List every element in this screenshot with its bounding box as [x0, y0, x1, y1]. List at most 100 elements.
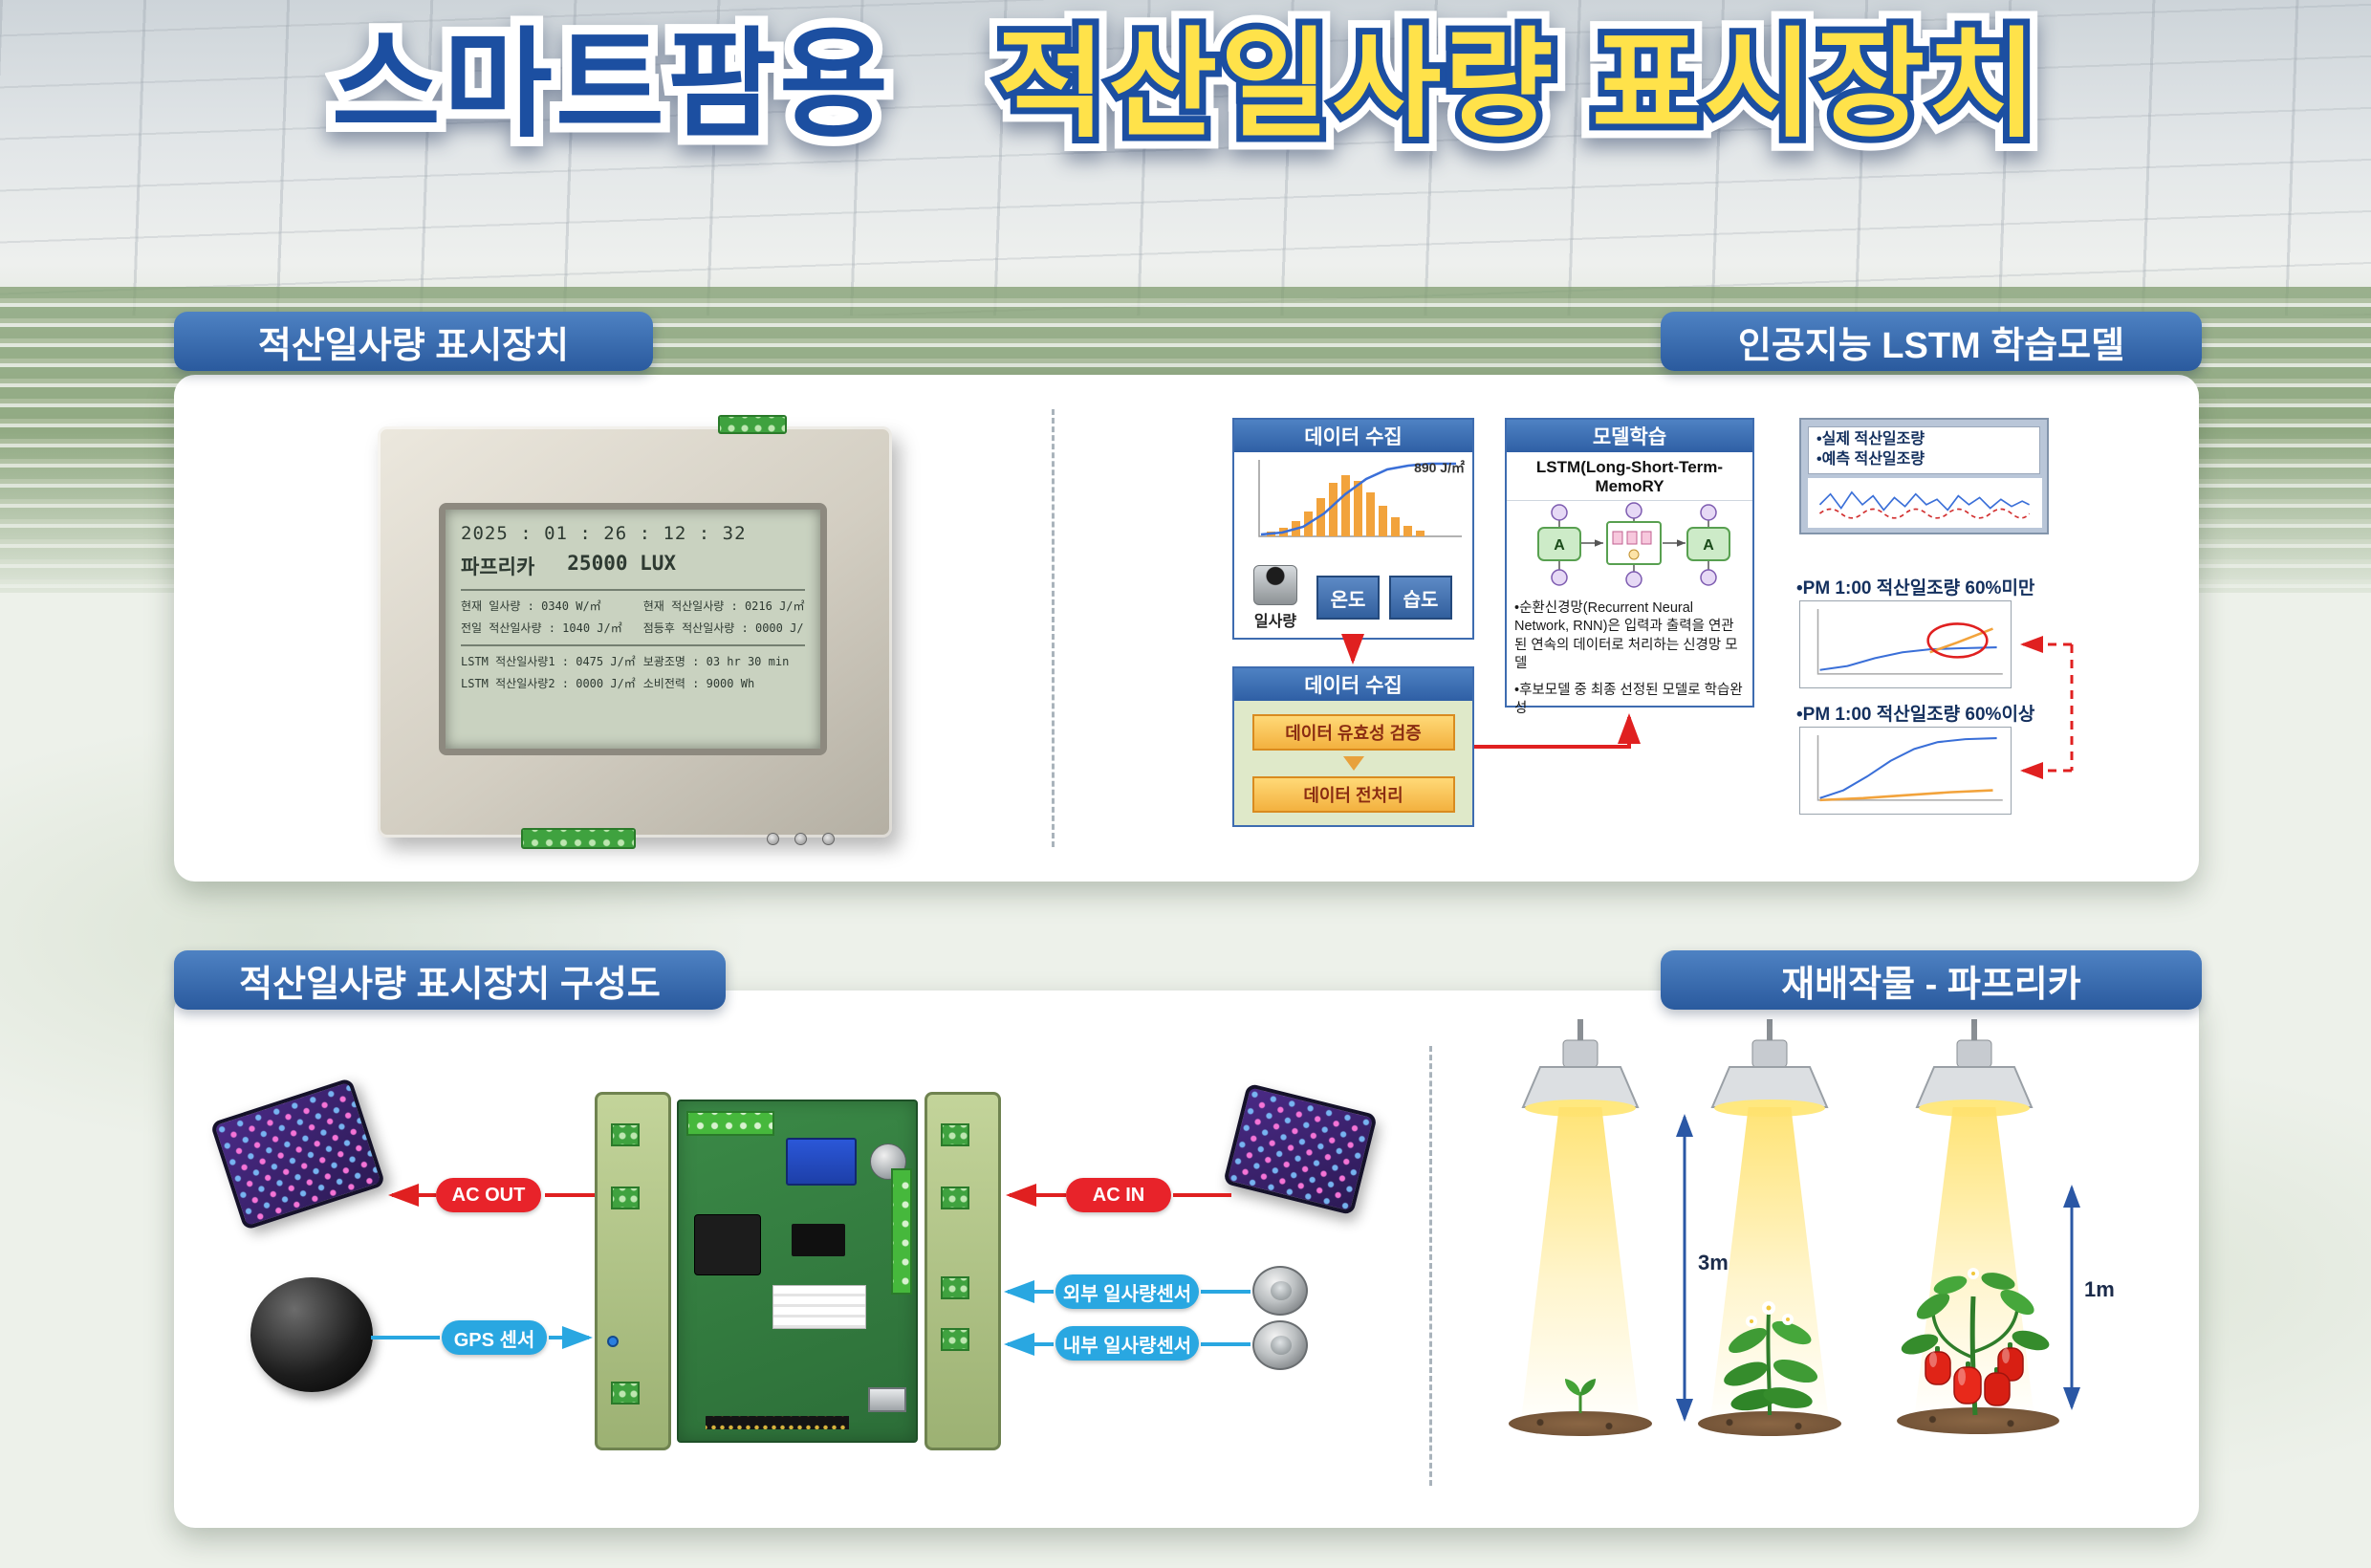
terminal-block — [941, 1187, 969, 1209]
svg-text:A: A — [1554, 537, 1565, 554]
lcd-divider — [461, 589, 805, 591]
screw-connector — [822, 833, 835, 845]
legend-actual: •실제 적산일조량 — [1816, 431, 1925, 447]
pyranometer-icon — [1253, 564, 1297, 605]
gps-antenna — [250, 1277, 373, 1392]
lcd-datetime: 2025 : 01 : 26 : 12 : 32 — [461, 523, 747, 544]
soil-patch-3 — [1897, 1407, 2059, 1434]
lcd-crop-row: 파프리카 25000 LUX — [461, 552, 805, 580]
case2-label: •PM 1:00 적산일조량 60%이상 — [1796, 705, 2035, 725]
pcb-terminal-strip — [891, 1168, 912, 1295]
down-arrow-icon — [1342, 756, 1364, 771]
controller-left-cover — [595, 1092, 671, 1450]
terminal-block — [611, 1123, 640, 1146]
lstm-title: LSTM(Long-Short-Term-MemoRY — [1507, 452, 1752, 501]
irradiance-bar-chart — [1258, 460, 1462, 537]
flow-box-model-training: 모델학습 LSTM(Long-Short-Term-MemoRY — [1505, 418, 1754, 716]
lcd-crop-name: 파프리카 — [461, 555, 535, 578]
temperature-box: 온도 — [1316, 576, 1380, 620]
svg-text:A: A — [1703, 537, 1714, 554]
sensor-row: 일사량 온도 습도 — [1234, 557, 1472, 638]
soil-patch-2 — [1698, 1411, 1841, 1436]
terminal-block — [941, 1123, 969, 1146]
terminal-block — [611, 1382, 640, 1405]
section-badge-display-device: 적산일사량 표시장치 — [174, 312, 653, 371]
lcd-reading: 전일 적산일사량 : 1040 J/㎡ — [461, 621, 622, 635]
section-badge-crop: 재배작물 - 파프리카 — [1661, 950, 2202, 1010]
lcd-reading: 보광조명 : 03 hr 30 min — [642, 655, 790, 668]
gps-port — [607, 1336, 619, 1347]
model-bullet-2: •후보모델 중 최종 선정된 모델로 학습완성 — [1514, 682, 1743, 717]
accumulated-value-label: 890 J/㎡ — [1414, 460, 1465, 475]
pcb-transformer — [694, 1214, 761, 1275]
lstm-cell-diagram: A A — [1537, 502, 1730, 588]
pcb-pin-header — [706, 1416, 849, 1429]
section-badge-lstm-model: 인공지능 LSTM 학습모델 — [1661, 312, 2202, 371]
legend-labels: •실제 적산일조량 •예측 적산일조량 — [1808, 426, 2040, 474]
irradiance-sensor-label: 일사량 — [1253, 613, 1297, 630]
flow-box-header: 모델학습 — [1507, 420, 1752, 452]
title-part2: 적산일사량 표시장치 적산일사량 표시장치 적산일사량 표시장치 — [982, 5, 2051, 165]
lcd-reading: 현재 일사량 : 0340 W/㎡ — [461, 599, 601, 613]
lcd-divider — [461, 644, 805, 646]
device-terminal-bottom — [521, 828, 636, 849]
title-part2-text: 적산일사량 표시장치 — [996, 19, 2040, 151]
title-part1-text: 스마트팜용 — [331, 19, 892, 151]
lcd-reading: 소비전력 : 9000 Wh — [642, 677, 755, 690]
case2-chart — [1799, 727, 2012, 815]
title-part2-outer-outline: 적산일사량 표시장치 — [982, 5, 2051, 165]
screw-connector — [767, 833, 779, 845]
actual-vs-predicted-chart — [1808, 477, 2042, 528]
case1-chart-plot — [1816, 608, 2003, 675]
preprocessing-body: 데이터 유효성 검증 데이터 전처리 — [1234, 701, 1472, 825]
terminal-block — [611, 1187, 640, 1209]
terminal-block — [941, 1276, 969, 1299]
model-description: •순환신경망(Recurrent Neural Network, RNN)은 입… — [1507, 594, 1752, 723]
led-grow-light-right — [1223, 1082, 1378, 1216]
flowering-plant — [1724, 1301, 1818, 1416]
ac-in-label: AC IN — [1066, 1178, 1171, 1212]
humidity-box: 습도 — [1389, 576, 1452, 620]
flow-box-data-collection: 데이터 수집 890 J/㎡ 일사량 — [1232, 418, 1474, 640]
grow-lamp-1 — [1521, 1019, 1640, 1117]
seedling — [1565, 1379, 1596, 1413]
title-part2-outline: 적산일사량 표시장치 — [990, 12, 2043, 158]
lcd-reading: 현재 적산일사량 : 0216 J/㎡ — [642, 599, 805, 613]
controller-right-cover — [924, 1092, 1001, 1450]
lcd-lux-value: 25000 LUX — [567, 552, 677, 575]
panel-display-device: 2025 : 01 : 26 : 12 : 32 파프리카 25000 LUX … — [174, 375, 2199, 882]
external-sensor-label: 외부 일사량센서 — [1055, 1274, 1199, 1309]
model-bullet-1: •순환신경망(Recurrent Neural Network, RNN)은 입… — [1514, 600, 1738, 672]
height-label-3m: 3m — [1698, 1251, 1729, 1274]
terminal-block — [941, 1328, 969, 1351]
step-data-validation: 데이터 유효성 검증 — [1251, 714, 1455, 751]
result-legend-box: •실제 적산일조량 •예측 적산일조량 — [1799, 418, 2049, 534]
panel1-divider — [1052, 409, 1055, 847]
led-grow-light-left — [209, 1077, 386, 1231]
lcd-reading: 점등후 적산일사량 : 0000 J/㎡ — [642, 621, 805, 635]
lcd-readings-block2: LSTM 적산일사량1 : 0475 J/㎡ 보광조명 : 03 hr 30 m… — [461, 653, 805, 691]
lcd-readings-block1: 현재 일사량 : 0340 W/㎡ 현재 적산일사량 : 0216 J/㎡ 전일… — [461, 598, 805, 636]
internal-sensor-label: 내부 일사량센서 — [1055, 1326, 1199, 1361]
section-badge-configuration: 적산일사량 표시장치 구성도 — [174, 950, 726, 1010]
case1-label: •PM 1:00 적산일조량 60%미만 — [1796, 578, 2035, 599]
case2-chart-plot — [1816, 734, 2003, 802]
irradiance-sensor: 일사량 — [1244, 564, 1307, 631]
pcb-usb-port — [868, 1387, 906, 1412]
flow-box-header: 데이터 수집 — [1234, 420, 1472, 452]
soil-patch-1 — [1509, 1411, 1652, 1436]
case1-chart — [1799, 600, 2012, 688]
title-part1-outline: 스마트팜용 — [322, 10, 898, 161]
device-screw-connectors — [767, 833, 835, 845]
lcd-reading: LSTM 적산일사량1 : 0475 J/㎡ — [461, 655, 636, 668]
flow-box-header: 데이터 수집 — [1234, 668, 1472, 701]
title-part1: 스마트팜용 스마트팜용 — [322, 10, 898, 161]
device-terminal-top — [718, 415, 787, 434]
panel-configuration: AC OUT AC IN GPS 센서 외부 일사량센서 내부 일사량센서 — [174, 991, 2199, 1528]
lcd-reading: LSTM 적산일사량2 : 0000 J/㎡ — [461, 677, 636, 690]
device-lcd-screen: 2025 : 01 : 26 : 12 : 32 파프리카 25000 LUX … — [439, 503, 827, 755]
gps-sensor-label: GPS 센서 — [442, 1320, 547, 1355]
paprika-plant — [1901, 1268, 2050, 1416]
controller-pcb — [677, 1100, 918, 1443]
